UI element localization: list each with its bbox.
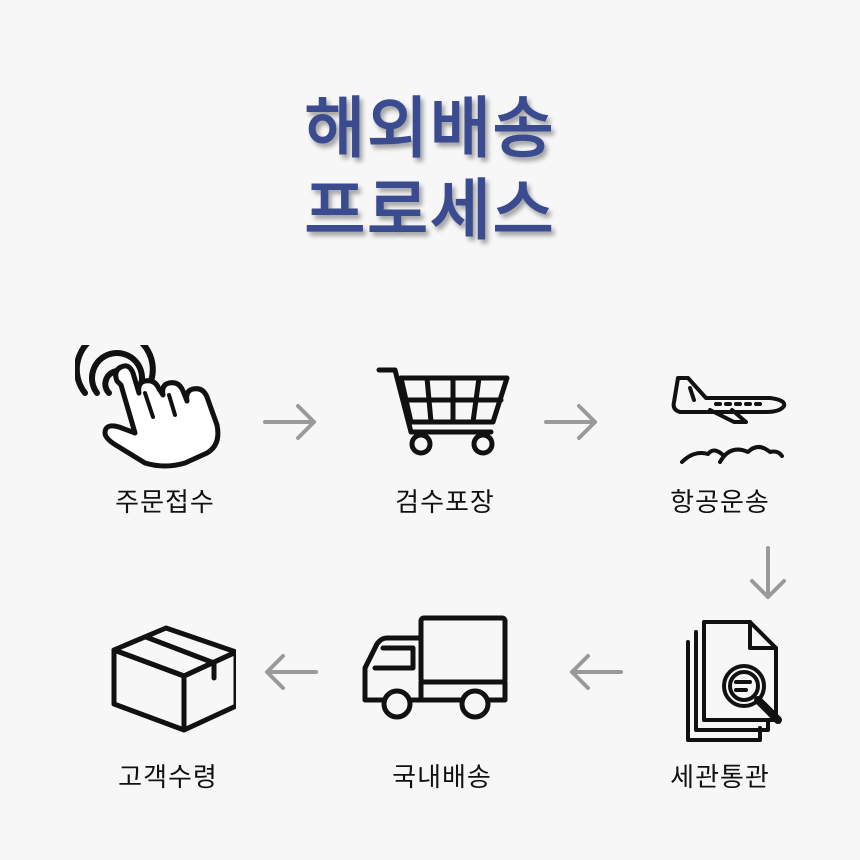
title-line-2: 프로세스 bbox=[304, 172, 556, 249]
step-domestic-delivery bbox=[338, 612, 518, 728]
arrow-right-icon bbox=[544, 404, 597, 440]
step-label-air-transport: 항공운송 bbox=[670, 488, 770, 518]
document-inspection-icon bbox=[686, 620, 782, 742]
step-label-order-received: 주문접수 bbox=[115, 488, 215, 518]
arrow-left-icon bbox=[265, 654, 318, 690]
airplane-icon bbox=[671, 376, 787, 464]
step-label-domestic-delivery: 국내배송 bbox=[392, 763, 492, 793]
package-box-icon bbox=[111, 625, 236, 733]
step-label-customs-clearance: 세관통관 bbox=[670, 763, 770, 793]
title-line-1: 해외배송 bbox=[304, 90, 556, 167]
step-label-inspection-packing: 검수포장 bbox=[395, 488, 495, 518]
arrow-right-icon bbox=[263, 404, 316, 440]
step-order-received bbox=[60, 345, 240, 475]
step-label-customer-receipt: 고객수령 bbox=[118, 763, 218, 793]
touch-hand-icon bbox=[75, 345, 221, 469]
shopping-cart-icon bbox=[376, 367, 510, 456]
arrow-left-icon bbox=[570, 654, 623, 690]
step-air-transport bbox=[630, 366, 810, 472]
step-inspection-packing bbox=[346, 360, 526, 460]
step-customs-clearance bbox=[630, 612, 810, 746]
step-customer-receipt bbox=[76, 612, 256, 738]
delivery-truck-icon bbox=[362, 615, 508, 720]
page-title: 해외배송 프로세스 bbox=[0, 88, 860, 252]
arrow-down-icon bbox=[750, 546, 786, 599]
